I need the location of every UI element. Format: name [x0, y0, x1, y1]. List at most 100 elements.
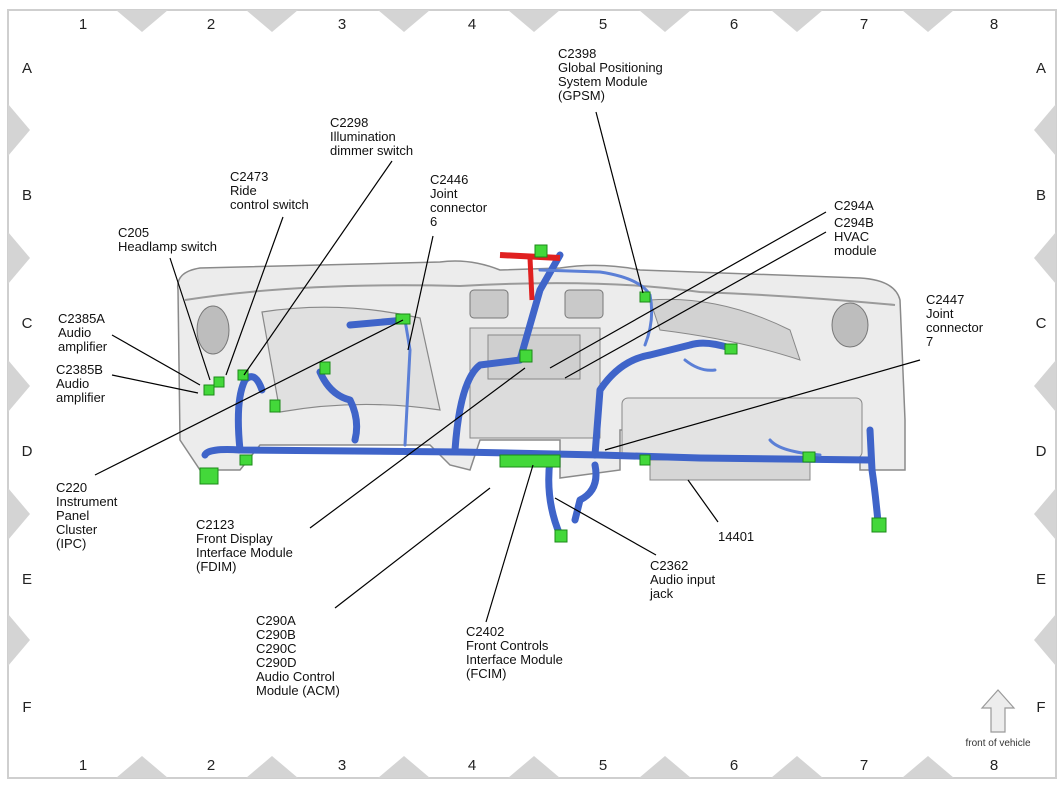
front-of-vehicle-label: front of vehicle: [965, 738, 1030, 749]
leader-c2385b: [111, 374, 199, 394]
main-harness-trunk: [201, 446, 874, 464]
border-notch: [1034, 360, 1056, 412]
grid-row-label: E: [1036, 571, 1046, 588]
border-notch: [8, 104, 30, 156]
border-notch: [8, 488, 30, 540]
leader-c220: [94, 319, 404, 476]
callout-line: C2447: [926, 292, 964, 307]
callout-line: Audio Control: [256, 669, 335, 684]
harness-cluster-branch: [316, 368, 361, 444]
callout-line: C290D: [256, 655, 296, 670]
border-notch: [8, 360, 30, 412]
leader-c294a: [549, 211, 827, 369]
connector-block: [534, 244, 548, 258]
grid-col-label: 5: [599, 16, 607, 33]
callout-line: Interface Module: [466, 652, 563, 667]
red-gps-harness-drop: [527, 257, 535, 301]
grid-col-label: 4: [468, 757, 476, 774]
callout-line: Joint: [430, 186, 458, 201]
border-notch: [902, 756, 954, 778]
callout-line: (FCIM): [466, 666, 506, 681]
connector-block: [239, 454, 253, 466]
callout-line: control switch: [230, 197, 309, 212]
connector-block: [639, 454, 651, 466]
grid-col-label: 1: [79, 757, 87, 774]
border-notch: [1034, 488, 1056, 540]
red-gps-harness: [499, 252, 561, 261]
border-notch: [246, 756, 298, 778]
grid-row-label: C: [1036, 315, 1047, 332]
leader-c2123: [309, 367, 526, 529]
bottom-border-notches: [116, 756, 954, 778]
leader-c2298: [243, 160, 393, 376]
grid-col-label: 3: [338, 757, 346, 774]
border-notch: [116, 10, 168, 32]
connector-block: [199, 467, 219, 485]
border-notch: [378, 10, 430, 32]
border-notch: [902, 10, 954, 32]
border-notch: [508, 756, 560, 778]
left-border-notches: [8, 104, 30, 666]
callout-line: Panel: [56, 508, 89, 523]
left-vent: [196, 305, 230, 355]
border-notch: [771, 10, 823, 32]
border-notch: [508, 10, 560, 32]
callout-line: 6: [430, 214, 437, 229]
connector-block: [319, 361, 331, 375]
harness-hvac-riser: [591, 339, 734, 459]
callout-line: connector: [926, 320, 984, 335]
center-vent-left: [469, 289, 509, 319]
harness-center-riser: [451, 251, 564, 454]
top-border-notches: [116, 10, 954, 32]
center-vent-right: [564, 289, 604, 319]
callout-line: Global Positioning: [558, 60, 663, 75]
callout-line: (FDIM): [196, 559, 236, 574]
callout-line: C2398: [558, 46, 596, 61]
leader-c2398: [595, 111, 644, 294]
connector-block: [871, 517, 887, 533]
callout-line: amplifier: [58, 339, 108, 354]
leader-c2402: [485, 464, 534, 623]
grid-col-label: 4: [468, 16, 476, 33]
callout-line: Headlamp switch: [118, 239, 217, 254]
border-notch: [639, 756, 691, 778]
callout-line: C2298: [330, 115, 368, 130]
callout-line: C205: [118, 225, 149, 240]
grid-col-label: 6: [730, 757, 738, 774]
connector-block: [213, 376, 225, 388]
connector-block: [639, 291, 651, 303]
glove-box: [621, 397, 863, 459]
callout-line: connector: [430, 200, 488, 215]
connector-block: [519, 349, 533, 363]
right-border-notches: [1034, 104, 1056, 666]
grid-row-label: A: [22, 60, 32, 77]
grid-row-label: F: [22, 699, 31, 716]
callout-line: Front Controls: [466, 638, 549, 653]
callout-line: C2123: [196, 517, 234, 532]
grid-col-label: 6: [730, 16, 738, 33]
border-notch: [246, 10, 298, 32]
callout-line: Front Display: [196, 531, 273, 546]
callout-line: amplifier: [56, 390, 106, 405]
lower-panel: [649, 459, 811, 481]
leader-14401: [687, 479, 719, 523]
harness-audio-jack: [571, 461, 600, 524]
leader-c294b: [564, 231, 827, 379]
callout-line: C2446: [430, 172, 468, 187]
